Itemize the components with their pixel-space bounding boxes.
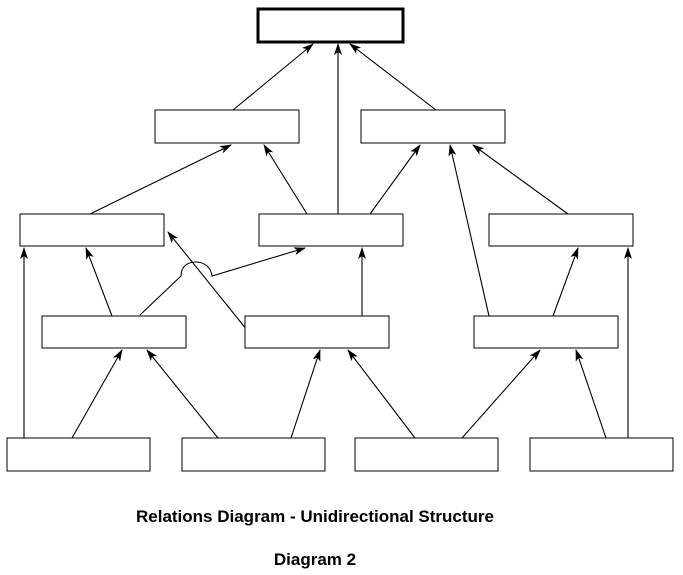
arrow-n4c-to-n3c [461, 349, 541, 439]
arrow-n1b-to-goal [349, 43, 437, 111]
relations-diagram [6, 7, 674, 472]
arrow-n2b-to-n1b [369, 144, 421, 215]
node-box-n3c [473, 315, 619, 349]
arrow-n2c-to-n1b [472, 144, 569, 215]
arrow-n2a-to-n1a [89, 144, 232, 215]
diagram-title: Relations Diagram - Unidirectional Struc… [135, 507, 494, 526]
node-box-n4a [6, 437, 151, 472]
diagram-subtitle: Diagram 2 [273, 550, 357, 569]
node-box-n1b [360, 109, 506, 144]
arrow-n4b-to-n3b [290, 349, 321, 439]
node-box-n4d [529, 437, 674, 472]
node-box-n2a [19, 213, 165, 247]
node-box-n3a [41, 315, 187, 349]
node-box-n3b [244, 315, 390, 349]
arrow-n3c-to-n2c [552, 247, 579, 317]
node-box-n4c [354, 437, 499, 472]
arrow-n3c-to-n1b [448, 144, 490, 317]
arrow-n4b-to-n3a [146, 349, 219, 439]
node-box-n4b [181, 437, 326, 472]
goal-box [256, 7, 405, 44]
arrow-n3b-to-n2a [167, 231, 248, 331]
arrow-n3a-to-n2b [139, 247, 306, 316]
node-box-n2c [488, 213, 634, 247]
arrow-n3a-to-n2a [85, 247, 113, 317]
edge-layer [20, 43, 632, 439]
node-box-n2b [258, 213, 404, 247]
arrow-n4d-to-n3c [575, 349, 607, 439]
arrow-n2b-to-n1a [263, 144, 308, 215]
arrow-n4a-to-n3a [71, 349, 123, 439]
arrow-n4c-to-n3b [347, 349, 416, 439]
arrow-n1a-to-goal [232, 43, 314, 111]
node-box-n1a [154, 109, 300, 144]
node-layer [6, 7, 674, 472]
